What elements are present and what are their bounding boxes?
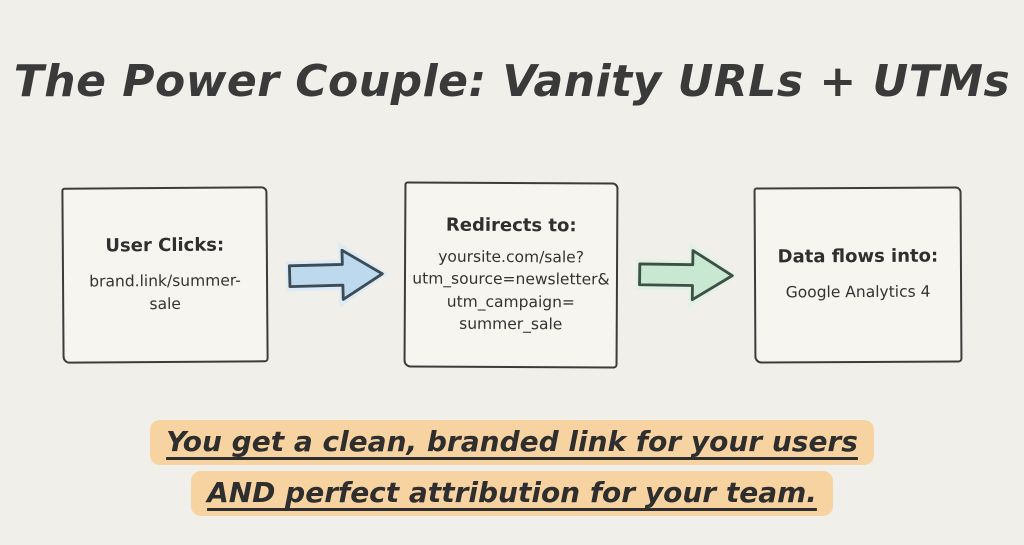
step-body-line: utm_campaign=: [446, 292, 575, 311]
step-heading: Data flows into:: [777, 245, 939, 268]
blue-arrow-shape: [287, 248, 384, 301]
takeaway-line-wrap: You get a clean, branded link for your u…: [0, 420, 1024, 465]
takeaway-line-2: AND perfect attribution for your team.: [191, 471, 833, 516]
step-body-line: brand.link/summer-sale: [89, 271, 241, 313]
takeaway: You get a clean, branded link for your u…: [0, 420, 1024, 522]
takeaway-line-wrap: AND perfect attribution for your team.: [0, 471, 1024, 516]
flow-diagram: User Clicks: brand.link/summer-sale Redi…: [0, 181, 1024, 369]
blue-arrow-icon: [285, 241, 388, 309]
step-redirects-to: Redirects to: yoursite.com/sale? utm_sou…: [403, 181, 619, 369]
step-heading: Redirects to:: [445, 214, 577, 236]
step-body-line: summer_sale: [459, 314, 563, 334]
page-title: The Power Couple: Vanity URLs + UTMs: [13, 56, 1011, 107]
takeaway-line-1: You get a clean, branded link for your u…: [150, 420, 874, 465]
green-arrow-icon: [635, 241, 738, 309]
step-body-line: yoursite.com/sale?: [438, 247, 585, 266]
step-data-flows-into: Data flows into: Google Analytics 4: [753, 186, 963, 364]
step-body-line: Google Analytics 4: [785, 282, 931, 302]
step-user-clicks: User Clicks: brand.link/summer-sale: [61, 186, 269, 364]
green-arrow-shape: [638, 249, 734, 302]
step-heading: User Clicks:: [105, 234, 225, 257]
step-body-line: utm_source=newsletter&: [412, 269, 610, 289]
